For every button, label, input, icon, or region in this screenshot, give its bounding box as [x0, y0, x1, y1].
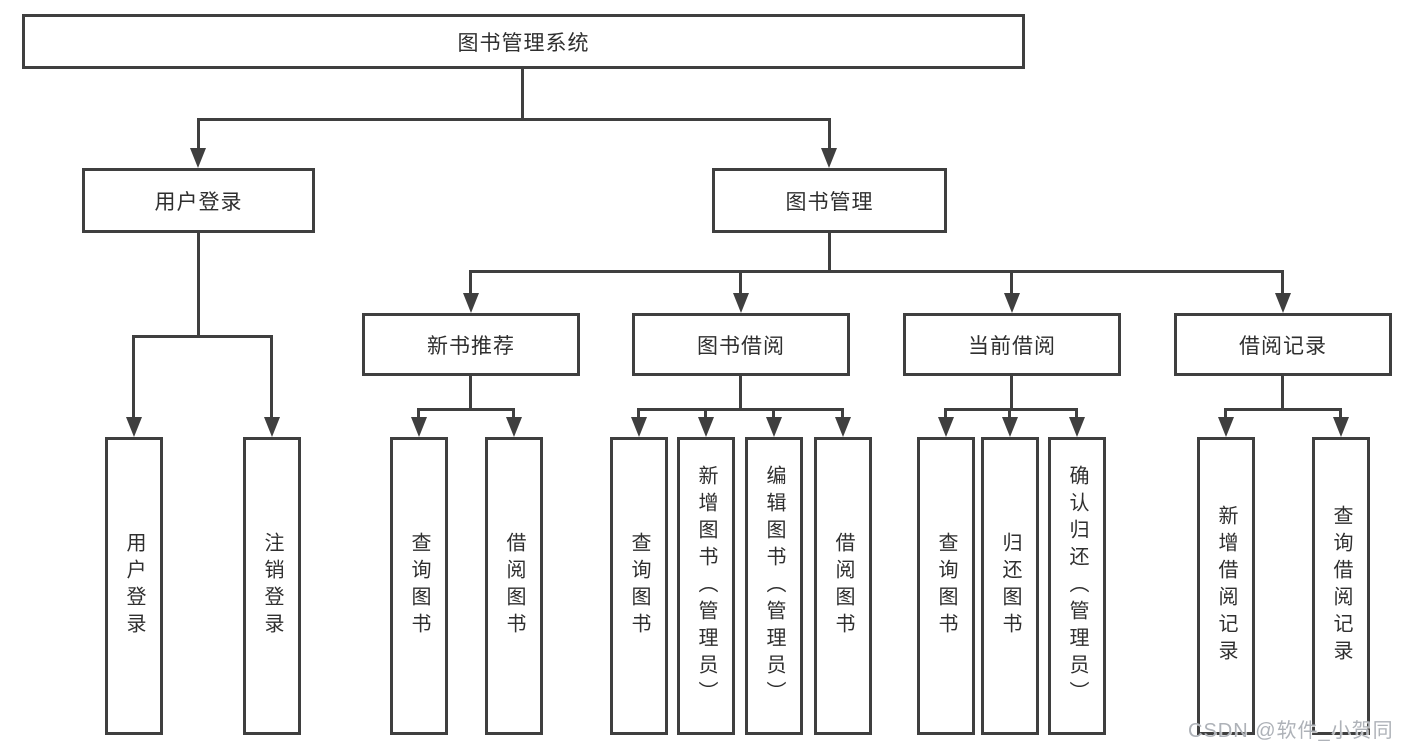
leaf-confirm-return-admin: 确认归还（管理员） — [1048, 437, 1106, 735]
arrowhead-down-icon — [506, 417, 522, 437]
node-library-management-system: 图书管理系统 — [22, 14, 1025, 69]
connector-line — [512, 408, 515, 420]
connector-line — [739, 270, 742, 296]
connector-line — [197, 118, 831, 121]
node-book-borrowing: 图书借阅 — [632, 313, 850, 376]
connector-line — [270, 335, 273, 419]
arrowhead-down-icon — [1333, 417, 1349, 437]
connector-line — [417, 408, 420, 420]
leaf-query-books-current: 查询图书 — [917, 437, 975, 735]
connector-line — [1075, 408, 1078, 420]
arrowhead-down-icon — [821, 148, 837, 168]
leaf-query-books-recommend: 查询图书 — [390, 437, 448, 735]
node-new-book-recommend: 新书推荐 — [362, 313, 580, 376]
arrowhead-down-icon — [190, 148, 206, 168]
arrowhead-down-icon — [1002, 417, 1018, 437]
connector-line — [1008, 408, 1011, 420]
leaf-query-books-borrowing: 查询图书 — [610, 437, 668, 735]
leaf-logout: 注销登录 — [243, 437, 301, 735]
connector-line — [1281, 270, 1284, 296]
arrowhead-down-icon — [411, 417, 427, 437]
connector-line — [521, 69, 524, 120]
connector-line — [197, 118, 200, 151]
arrowhead-down-icon — [733, 293, 749, 313]
connector-line — [704, 408, 707, 420]
arrowhead-down-icon — [1004, 293, 1020, 313]
leaf-return-books: 归还图书 — [981, 437, 1039, 735]
arrowhead-down-icon — [463, 293, 479, 313]
connector-line — [1281, 376, 1284, 410]
arrowhead-down-icon — [766, 417, 782, 437]
node-current-borrowing: 当前借阅 — [903, 313, 1121, 376]
connector-line — [132, 335, 135, 419]
node-borrowing-records: 借阅记录 — [1174, 313, 1392, 376]
connector-line — [469, 270, 1284, 273]
leaf-user-login: 用户登录 — [105, 437, 163, 735]
leaf-edit-books-admin: 编辑图书（管理员） — [745, 437, 803, 735]
leaf-add-books-admin: 新增图书（管理员） — [677, 437, 735, 735]
connector-line — [772, 408, 775, 420]
node-book-management: 图书管理 — [712, 168, 947, 233]
connector-line — [1339, 408, 1342, 420]
arrowhead-down-icon — [1069, 417, 1085, 437]
arrowhead-down-icon — [126, 417, 142, 437]
arrowhead-down-icon — [938, 417, 954, 437]
connector-line — [637, 408, 640, 420]
connector-line — [197, 233, 200, 335]
connector-line — [132, 335, 273, 338]
arrowhead-down-icon — [631, 417, 647, 437]
csdn-watermark: CSDN @软件_小贺同学 — [1188, 720, 1394, 742]
arrowhead-down-icon — [1218, 417, 1234, 437]
arrowhead-down-icon — [264, 417, 280, 437]
node-user-login: 用户登录 — [82, 168, 315, 233]
connector-line — [739, 376, 742, 410]
connector-line — [1010, 376, 1013, 410]
connector-line — [828, 233, 831, 270]
leaf-borrow-books-borrowing: 借阅图书 — [814, 437, 872, 735]
connector-line — [841, 408, 844, 420]
leaf-borrow-books-recommend: 借阅图书 — [485, 437, 543, 735]
connector-line — [1010, 270, 1013, 296]
arrowhead-down-icon — [1275, 293, 1291, 313]
leaf-add-borrow-record: 新增借阅记录 — [1197, 437, 1255, 735]
connector-line — [469, 376, 472, 410]
leaf-query-borrow-record: 查询借阅记录 — [1312, 437, 1370, 735]
arrowhead-down-icon — [698, 417, 714, 437]
connector-line — [1224, 408, 1227, 420]
connector-line — [944, 408, 1078, 411]
connector-line — [469, 270, 472, 296]
arrowhead-down-icon — [835, 417, 851, 437]
connector-line — [417, 408, 515, 411]
connector-line — [944, 408, 947, 420]
connector-line — [1224, 408, 1342, 411]
connector-line — [828, 118, 831, 151]
connector-line — [637, 408, 844, 411]
